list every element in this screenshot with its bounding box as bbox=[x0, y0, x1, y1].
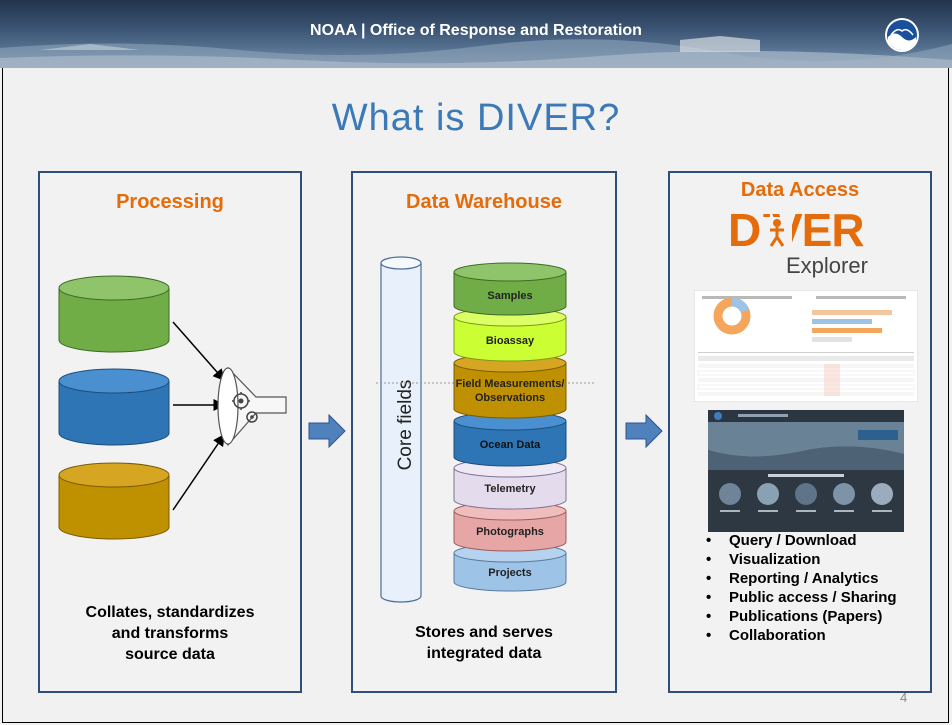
bullet-visualization: Visualization bbox=[703, 550, 897, 569]
flow-arrow-2 bbox=[625, 414, 663, 448]
processing-heading: Processing bbox=[116, 191, 224, 213]
gold-source-cylinder bbox=[58, 462, 170, 540]
layer-samples: Samples bbox=[453, 262, 567, 316]
layer-ocean-data-label: Ocean Data bbox=[480, 439, 541, 451]
access-heading: Data Access bbox=[740, 179, 860, 201]
diver-figure-icon bbox=[762, 217, 792, 247]
flow-arrow-1 bbox=[308, 414, 346, 448]
processing-diagram bbox=[58, 275, 287, 540]
layer-telemetry-label: Telemetry bbox=[484, 483, 536, 495]
warehouse-diagram: Core fields Projects Photographs Telemet… bbox=[376, 256, 596, 603]
warehouse-caption-line-1: Stores and serves bbox=[415, 624, 553, 641]
core-fields-label: Core fields bbox=[395, 380, 416, 471]
bullet-query-download: Query / Download bbox=[703, 531, 897, 550]
water-texture bbox=[0, 36, 952, 68]
layer-field-measurements-label: Field Measurements/ bbox=[456, 378, 565, 390]
processing-caption: Collates, standardizes and transforms so… bbox=[40, 602, 300, 665]
funnel-gears-icon bbox=[217, 366, 287, 447]
processing-caption-line-2: and transforms bbox=[111, 625, 229, 642]
slide-title: What is DIVER? bbox=[331, 97, 621, 139]
explorer-logo-text: Explorer bbox=[786, 253, 868, 278]
layer-field-measurements: Field Measurements/ Observations bbox=[453, 353, 567, 419]
layer-bioassay: Bioassay bbox=[453, 307, 567, 362]
green-source-cylinder bbox=[58, 275, 170, 353]
layer-bioassay-label: Bioassay bbox=[486, 335, 535, 347]
processing-caption-line-3: source data bbox=[125, 646, 215, 663]
core-fields-tube bbox=[380, 256, 422, 603]
warehouse-caption-line-2: integrated data bbox=[426, 645, 542, 662]
bullet-collaboration: Collaboration bbox=[703, 626, 897, 645]
warehouse-heading: Data Warehouse bbox=[406, 191, 562, 213]
website-screenshot bbox=[708, 410, 904, 532]
warehouse-caption: Stores and serves integrated data bbox=[353, 622, 615, 664]
arrow-green-to-funnel bbox=[172, 321, 225, 382]
processing-panel: Processing bbox=[38, 171, 302, 693]
page-number: 4 bbox=[900, 690, 908, 705]
blue-source-cylinder bbox=[58, 368, 170, 446]
dashboard-screenshot bbox=[694, 290, 918, 402]
layer-observations-label: Observations bbox=[475, 392, 545, 404]
layer-samples-label: Samples bbox=[487, 290, 532, 302]
bullet-public-access: Public access / Sharing bbox=[703, 588, 897, 607]
header-banner: NOAA | Office of Response and Restoratio… bbox=[0, 0, 952, 68]
access-panel: Data Access DIVER Explorer bbox=[668, 171, 932, 693]
processing-caption-line-1: Collates, standardizes bbox=[85, 604, 255, 621]
bullet-reporting-analytics: Reporting / Analytics bbox=[703, 569, 897, 588]
bullet-publications: Publications (Papers) bbox=[703, 607, 897, 626]
slide-frame bbox=[2, 68, 949, 723]
banner-header-text: NOAA | Office of Response and Restoratio… bbox=[310, 22, 642, 39]
layer-projects-label: Projects bbox=[488, 567, 531, 579]
layer-ocean-data: Ocean Data bbox=[453, 411, 567, 467]
warehouse-panel: Data Warehouse Core fields Projects Phot… bbox=[351, 171, 617, 693]
layer-photographs-label: Photographs bbox=[476, 526, 544, 538]
diver-explorer-logo: DIVER Explorer bbox=[728, 204, 878, 285]
diver-logo-text: DIVER bbox=[728, 204, 865, 256]
noaa-logo-icon bbox=[885, 18, 919, 52]
arrow-gold-to-funnel bbox=[172, 433, 225, 511]
access-bullet-list: Query / Download Visualization Reporting… bbox=[703, 531, 897, 645]
